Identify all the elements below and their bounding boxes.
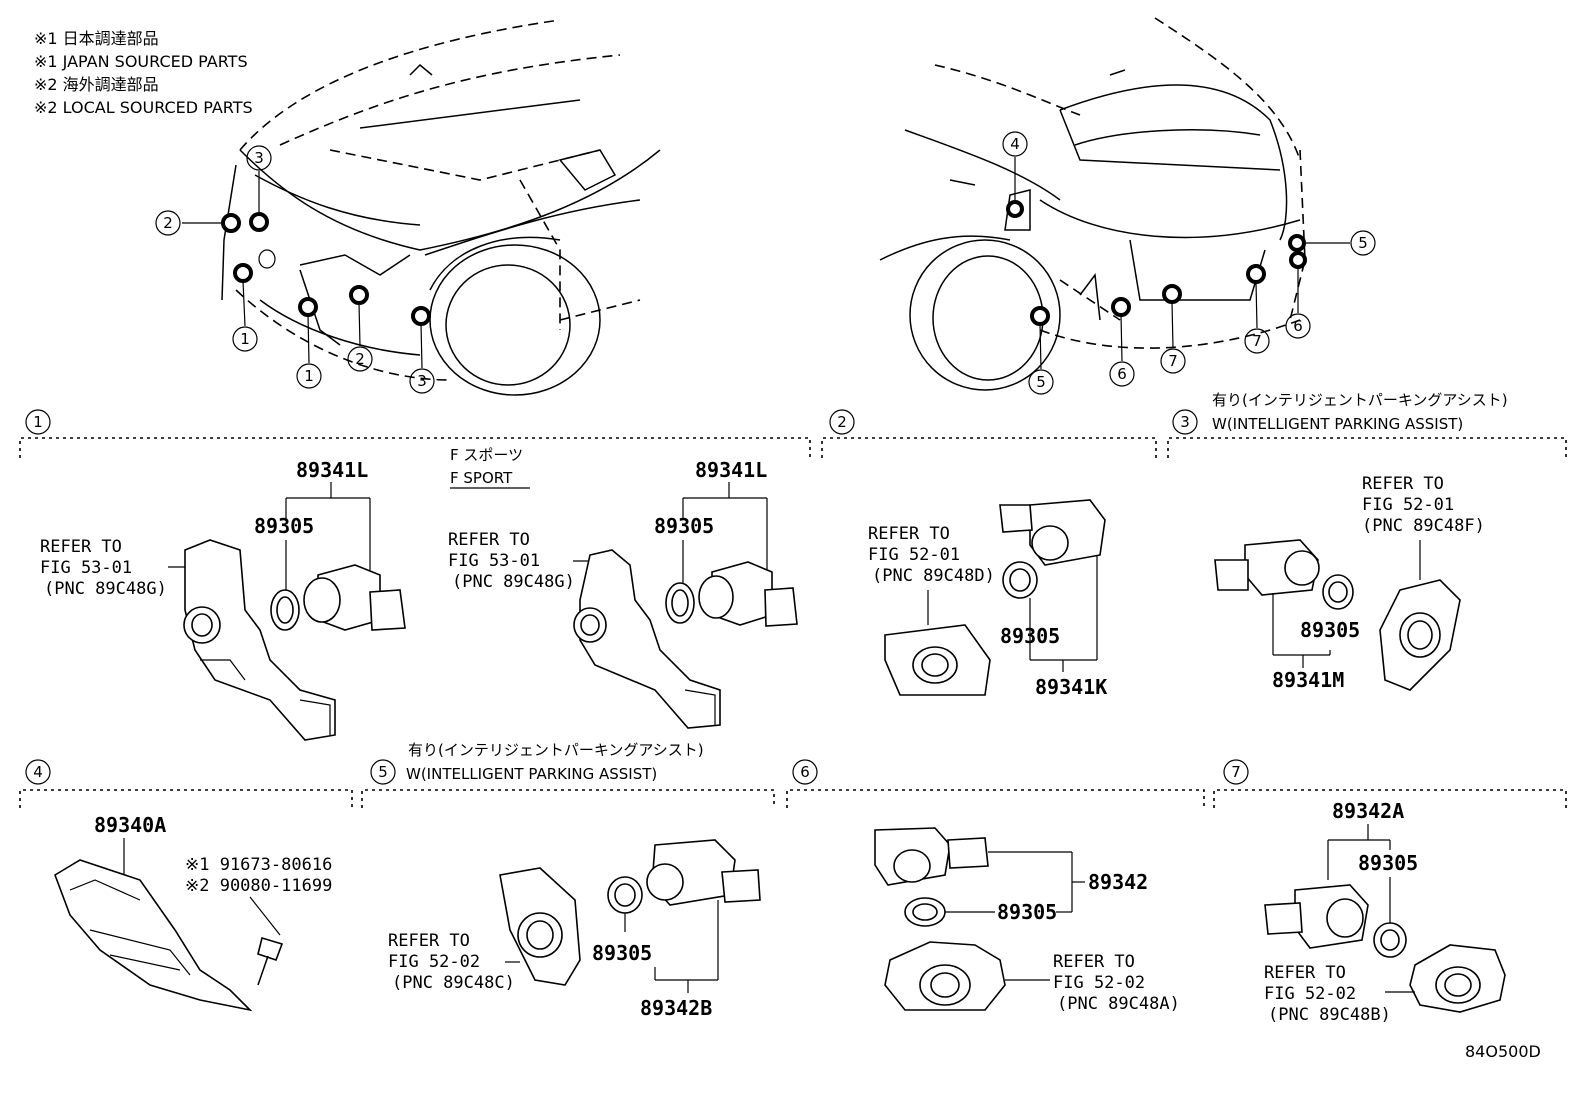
sensor-bezel xyxy=(1409,944,1506,1013)
front-callouts: 1 1 2 2 3 3 xyxy=(155,145,435,394)
section-4: 4 89340A ※1 91673-80616 ※2 90080-11699 xyxy=(19,759,353,1012)
front-bracket-right xyxy=(573,549,721,729)
legend: ※1 日本調達部品 ※1 JAPAN SOURCED PARTS ※2 海外調達… xyxy=(34,29,253,117)
part-number-89305: 89305 xyxy=(997,900,1057,924)
condition-note-jp: 有り(インテリジェントパーキングアシスト) xyxy=(1212,391,1508,409)
sensor-bezel xyxy=(884,941,1006,1011)
diagram-code: 84O500D xyxy=(1465,1042,1541,1061)
rear-car-illustration xyxy=(879,17,1306,391)
pnc-reference: (PNC 89C48F) xyxy=(1362,516,1485,536)
refer-to-label: REFER TO xyxy=(40,537,122,557)
section-number: 6 xyxy=(800,763,810,781)
figure-reference: FIG 52-02 xyxy=(1264,984,1356,1004)
pnc-reference: (PNC 89C48G) xyxy=(452,572,575,592)
part-number-89305: 89305 xyxy=(1000,624,1060,648)
pnc-reference: (PNC 89C48G) xyxy=(44,579,167,599)
legend-line-1: ※1 日本調達部品 xyxy=(34,29,159,48)
callout-5: 5 xyxy=(1036,373,1046,391)
part-number-89305: 89305 xyxy=(1300,618,1360,642)
parking-sensor xyxy=(1264,884,1369,949)
refer-to-label: REFER TO xyxy=(1362,474,1444,494)
front-bracket-left xyxy=(183,539,336,741)
figure-reference: FIG 53-01 xyxy=(40,558,132,578)
section-2: 2 REFER TO FIG 52-01 (PNC 89C48D) 89305 … xyxy=(821,409,1157,699)
pnc-reference: (PNC 89C48A) xyxy=(1057,994,1180,1014)
sensor-bezel xyxy=(499,867,581,986)
part-number-89342B: 89342B xyxy=(640,996,712,1020)
section-number: 7 xyxy=(1231,763,1241,781)
callout-2: 2 xyxy=(163,214,173,232)
front-car-illustration xyxy=(221,19,661,396)
parking-sensor xyxy=(698,561,798,627)
part-number-89341L: 89341L xyxy=(296,458,368,482)
sensor-bezel xyxy=(1379,579,1461,691)
section-number: 1 xyxy=(33,413,43,431)
callout-3: 3 xyxy=(417,372,427,390)
mounting-bolt xyxy=(257,936,284,986)
parking-assist-ecu xyxy=(54,859,253,1012)
parking-sensor xyxy=(303,564,406,631)
section-3: 3 有り(インテリジェントパーキングアシスト) W(INTELLIGENT PA… xyxy=(1167,391,1567,692)
bolt-part-number-local: ※2 90080-11699 xyxy=(185,876,332,896)
fsport-label-jp: F スポーツ xyxy=(450,446,523,464)
callout-2: 2 xyxy=(355,350,365,368)
legend-line-3: ※2 海外調達部品 xyxy=(34,75,159,94)
refer-to-label: REFER TO xyxy=(868,524,950,544)
section-number: 5 xyxy=(378,763,388,781)
section-number: 3 xyxy=(1180,413,1190,431)
legend-line-2: ※1 JAPAN SOURCED PARTS xyxy=(34,52,248,71)
callout-7: 7 xyxy=(1168,352,1178,370)
callout-1: 1 xyxy=(240,330,250,348)
part-number-89341L: 89341L xyxy=(695,458,767,482)
part-number-89342A: 89342A xyxy=(1332,799,1404,823)
part-number-89340A: 89340A xyxy=(94,813,166,837)
figure-reference: FIG 52-02 xyxy=(388,952,480,972)
part-number-89341M: 89341M xyxy=(1272,668,1344,692)
callout-1: 1 xyxy=(304,367,314,385)
part-number-89305: 89305 xyxy=(592,941,652,965)
section-5: 5 有り(インテリジェントパーキングアシスト) W(INTELLIGENT PA… xyxy=(361,741,775,1020)
figure-reference: FIG 52-01 xyxy=(1362,495,1454,515)
fsport-label-en: F SPORT xyxy=(450,469,513,487)
section-number: 2 xyxy=(837,413,847,431)
sensor-bezel xyxy=(884,624,991,696)
parking-sensor xyxy=(999,499,1106,566)
parking-sensor xyxy=(1214,539,1320,596)
refer-to-label: REFER TO xyxy=(388,931,470,951)
rear-callouts: 4 5 5 6 6 7 7 xyxy=(1002,131,1376,395)
parking-sensor xyxy=(874,827,989,886)
callout-3: 3 xyxy=(254,149,264,167)
refer-to-label: REFER TO xyxy=(1053,952,1135,972)
callout-5: 5 xyxy=(1358,234,1368,252)
legend-line-4: ※2 LOCAL SOURCED PARTS xyxy=(34,98,253,117)
refer-to-label: REFER TO xyxy=(448,530,530,550)
figure-reference: FIG 52-02 xyxy=(1053,973,1145,993)
part-number-89305: 89305 xyxy=(654,514,714,538)
section-7: 7 89342A 89305 REFER TO FIG 52-02 (PNC 8… xyxy=(1213,759,1567,1025)
figure-reference: FIG 53-01 xyxy=(448,551,540,571)
section-6: 6 89342 89305 REFER TO FIG 52-02 (PNC 89… xyxy=(786,759,1205,1014)
refer-to-label: REFER TO xyxy=(1264,963,1346,983)
parking-sensor xyxy=(646,839,761,906)
condition-note-en: W(INTELLIGENT PARKING ASSIST) xyxy=(406,765,657,783)
part-number-89341K: 89341K xyxy=(1035,675,1107,699)
callout-7: 7 xyxy=(1252,332,1262,350)
pnc-reference: (PNC 89C48B) xyxy=(1268,1005,1391,1025)
section-1: 1 F スポーツ F SPORT 89341L 89305 REFER TO F… xyxy=(19,409,811,741)
figure-reference: FIG 52-01 xyxy=(868,545,960,565)
part-number-89305: 89305 xyxy=(254,514,314,538)
part-number-89342: 89342 xyxy=(1088,870,1148,894)
part-number-89305: 89305 xyxy=(1358,851,1418,875)
section-number: 4 xyxy=(33,763,43,781)
pnc-reference: (PNC 89C48D) xyxy=(872,566,995,586)
pnc-reference: (PNC 89C48C) xyxy=(392,973,515,993)
condition-note-jp: 有り(インテリジェントパーキングアシスト) xyxy=(408,741,704,759)
condition-note-en: W(INTELLIGENT PARKING ASSIST) xyxy=(1212,415,1463,433)
callout-4: 4 xyxy=(1010,135,1020,153)
bolt-part-number-japan: ※1 91673-80616 xyxy=(185,855,332,875)
callout-6: 6 xyxy=(1117,365,1127,383)
callout-6: 6 xyxy=(1293,317,1303,335)
